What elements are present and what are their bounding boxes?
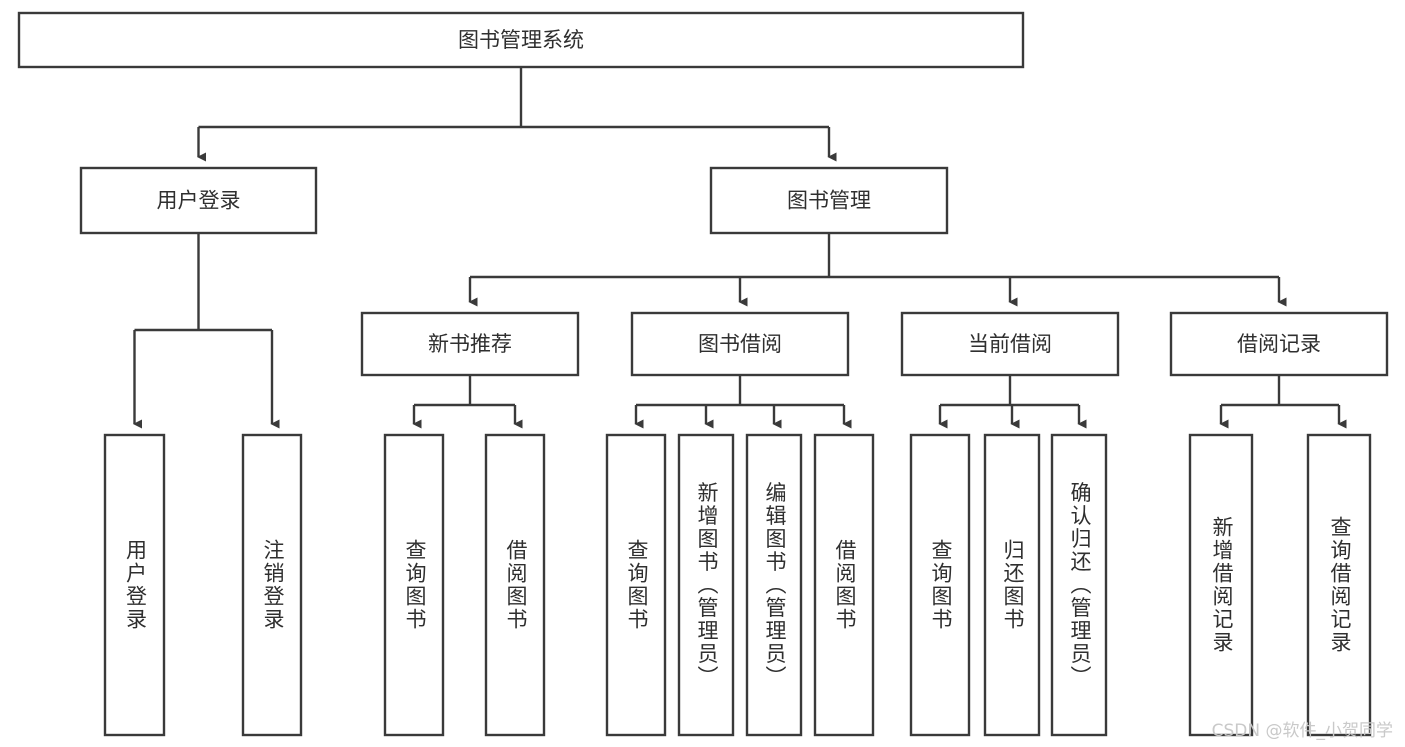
node-box xyxy=(1188,433,1254,737)
node-leaf-2-查询图书[interactable]: 查询图书 xyxy=(383,433,445,737)
node-leaf-10-确认归还-管理员[interactable]: 确认归还（管理员） xyxy=(1050,433,1108,737)
node-label: 归还图书 xyxy=(1001,539,1025,631)
node-box xyxy=(983,433,1041,737)
node-label: 图书管理系统 xyxy=(458,28,584,52)
node-leaf-8-查询图书[interactable]: 查询图书 xyxy=(909,433,971,737)
node-box xyxy=(17,11,1025,69)
node-leaf-7-借阅图书[interactable]: 借阅图书 xyxy=(813,433,875,737)
node-label: 图书借阅 xyxy=(698,332,782,356)
node-label: 确认归还（管理员） xyxy=(1068,482,1092,689)
node-box xyxy=(605,433,667,737)
node-label: 注销登录 xyxy=(261,539,285,631)
node-box xyxy=(1050,433,1108,737)
node-box xyxy=(79,166,318,235)
connector-layer xyxy=(133,67,1347,429)
node-label: 新增借阅记录 xyxy=(1210,516,1234,654)
node-l3-借阅记录[interactable]: 借阅记录 xyxy=(1169,311,1389,377)
node-box xyxy=(1306,433,1372,737)
node-l3-当前借阅[interactable]: 当前借阅 xyxy=(900,311,1120,377)
node-box xyxy=(241,433,303,737)
node-box xyxy=(383,433,445,737)
node-leaf-9-归还图书[interactable]: 归还图书 xyxy=(983,433,1041,737)
node-leaf-0-用户登录[interactable]: 用户登录 xyxy=(103,433,166,737)
node-label: 借阅图书 xyxy=(504,539,528,631)
node-box xyxy=(709,166,949,235)
node-root-图书管理系统[interactable]: 图书管理系统 xyxy=(17,11,1025,69)
node-l2-用户登录[interactable]: 用户登录 xyxy=(79,166,318,235)
node-label: 借阅记录 xyxy=(1237,332,1321,356)
node-label: 查询借阅记录 xyxy=(1328,516,1352,654)
node-box xyxy=(1169,311,1389,377)
node-label: 当前借阅 xyxy=(968,332,1052,356)
node-label: 查询图书 xyxy=(929,539,953,631)
node-box xyxy=(900,311,1120,377)
node-box xyxy=(677,433,735,737)
node-box xyxy=(813,433,875,737)
node-l2-图书管理[interactable]: 图书管理 xyxy=(709,166,949,235)
node-label: 用户登录 xyxy=(124,539,148,631)
node-label: 查询图书 xyxy=(625,539,649,631)
node-box xyxy=(630,311,850,377)
node-layer: 图书管理系统用户登录图书管理新书推荐图书借阅当前借阅借阅记录用户登录注销登录查询… xyxy=(17,11,1389,737)
node-label: 借阅图书 xyxy=(833,539,857,631)
node-leaf-11-新增借阅记录[interactable]: 新增借阅记录 xyxy=(1188,433,1254,737)
node-box xyxy=(484,433,546,737)
node-leaf-4-查询图书[interactable]: 查询图书 xyxy=(605,433,667,737)
node-label: 查询图书 xyxy=(403,539,427,631)
node-leaf-5-新增图书-管理员[interactable]: 新增图书（管理员） xyxy=(677,433,735,737)
node-leaf-6-编辑图书-管理员[interactable]: 编辑图书（管理员） xyxy=(745,433,803,737)
node-leaf-1-注销登录[interactable]: 注销登录 xyxy=(241,433,303,737)
node-box xyxy=(745,433,803,737)
node-box xyxy=(909,433,971,737)
node-box xyxy=(360,311,580,377)
node-label: 编辑图书（管理员） xyxy=(763,482,787,689)
node-label: 图书管理 xyxy=(787,189,871,213)
node-l3-图书借阅[interactable]: 图书借阅 xyxy=(630,311,850,377)
node-box xyxy=(103,433,166,737)
node-leaf-3-借阅图书[interactable]: 借阅图书 xyxy=(484,433,546,737)
node-l3-新书推荐[interactable]: 新书推荐 xyxy=(360,311,580,377)
node-label: 新书推荐 xyxy=(428,332,512,356)
node-label: 新增图书（管理员） xyxy=(695,482,719,689)
node-leaf-12-查询借阅记录[interactable]: 查询借阅记录 xyxy=(1306,433,1372,737)
node-label: 用户登录 xyxy=(157,189,241,213)
